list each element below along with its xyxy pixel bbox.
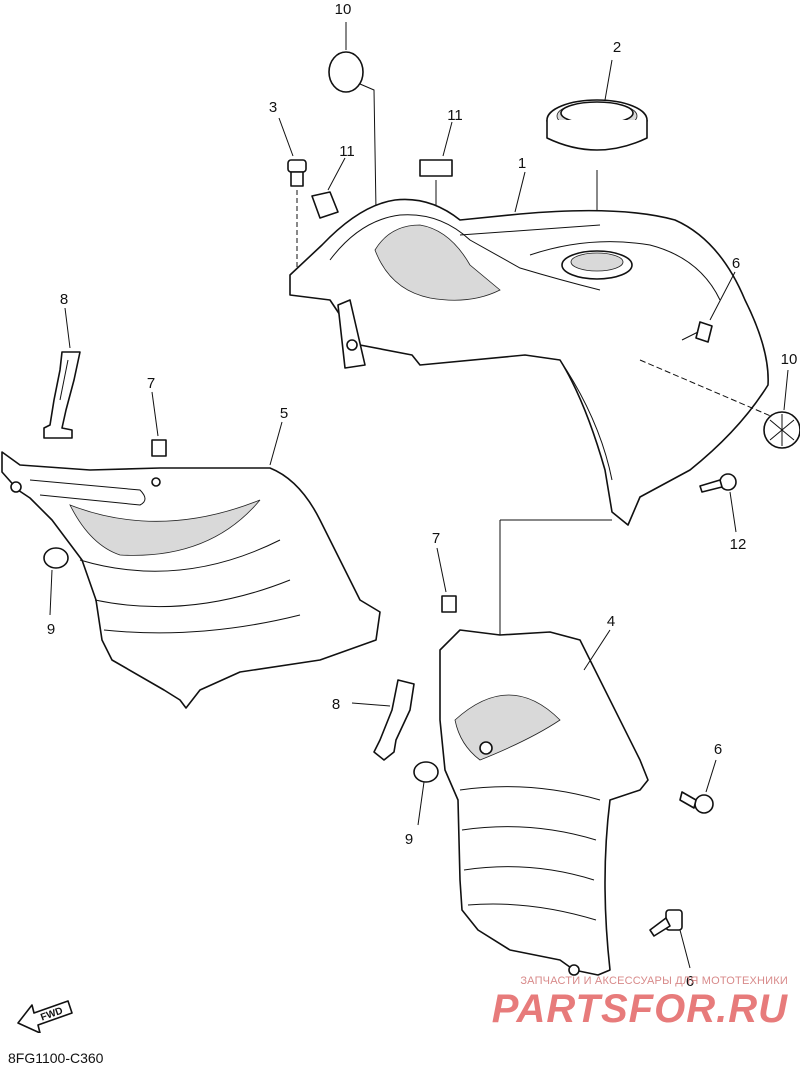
callout-3: 3	[269, 99, 277, 116]
watermark-tagline: ЗАПЧАСТИ И АКСЕССУАРЫ ДЛЯ МОТОТЕХНИКИ	[520, 975, 788, 987]
callout-9-right: 9	[405, 831, 413, 848]
part-12-screw	[699, 473, 737, 533]
callout-2: 2	[613, 39, 621, 56]
watermark-logo: PARTSFOR.RU	[491, 987, 788, 1031]
callout-6-cover-upper: 6	[714, 741, 722, 758]
callout-6-tank: 6	[732, 255, 740, 272]
callout-12: 12	[730, 536, 747, 553]
callout-7-right: 7	[432, 530, 440, 547]
part-7-clip-left	[151, 391, 167, 457]
callout-10-top: 10	[335, 1, 352, 18]
callout-6-cover-lower: 6	[686, 973, 694, 990]
part-8-mount-left	[43, 307, 81, 439]
fwd-arrow-icon: FWD	[14, 993, 76, 1038]
callout-7-left: 7	[147, 375, 155, 392]
callout-4: 4	[607, 613, 615, 630]
diagram-code: 8FG1100-C360	[8, 1050, 104, 1066]
part-2-filler-ring	[546, 59, 648, 250]
part-9-grommet-left	[43, 547, 69, 616]
callout-9-left: 9	[47, 621, 55, 638]
part-4-side-cover-right	[439, 629, 649, 976]
callout-labels: 10 2 3 11 11 1 6 8 10 7 5 7 12 9 4 8 6 9…	[47, 1, 798, 990]
callout-1: 1	[518, 155, 526, 172]
callout-8-left: 8	[60, 291, 68, 308]
part-7-clip-right	[436, 547, 457, 613]
part-6-bolt-tank	[681, 271, 736, 343]
callout-10-right: 10	[781, 351, 798, 368]
callout-8-right: 8	[332, 696, 340, 713]
part-3-bolt	[278, 117, 307, 270]
callout-11-left: 11	[339, 143, 355, 160]
part-6-bolt-cover-lower	[649, 909, 691, 969]
part-10-grommet-top	[328, 22, 377, 211]
part-10-grommet-right	[763, 369, 800, 449]
part-1-fuel-tank	[289, 171, 781, 640]
part-5-side-cover-left	[1, 421, 381, 709]
callout-5: 5	[280, 405, 288, 422]
watermark: ЗАПЧАСТИ И АКСЕССУАРЫ ДЛЯ МОТОТЕХНИКИ PA…	[492, 975, 788, 1032]
part-11-damper-left	[311, 157, 346, 219]
callout-11-right: 11	[447, 107, 463, 124]
part-8-mount-right	[351, 679, 415, 761]
part-9-grommet-right	[413, 761, 439, 826]
part-6-bolt-cover-upper	[679, 759, 717, 814]
